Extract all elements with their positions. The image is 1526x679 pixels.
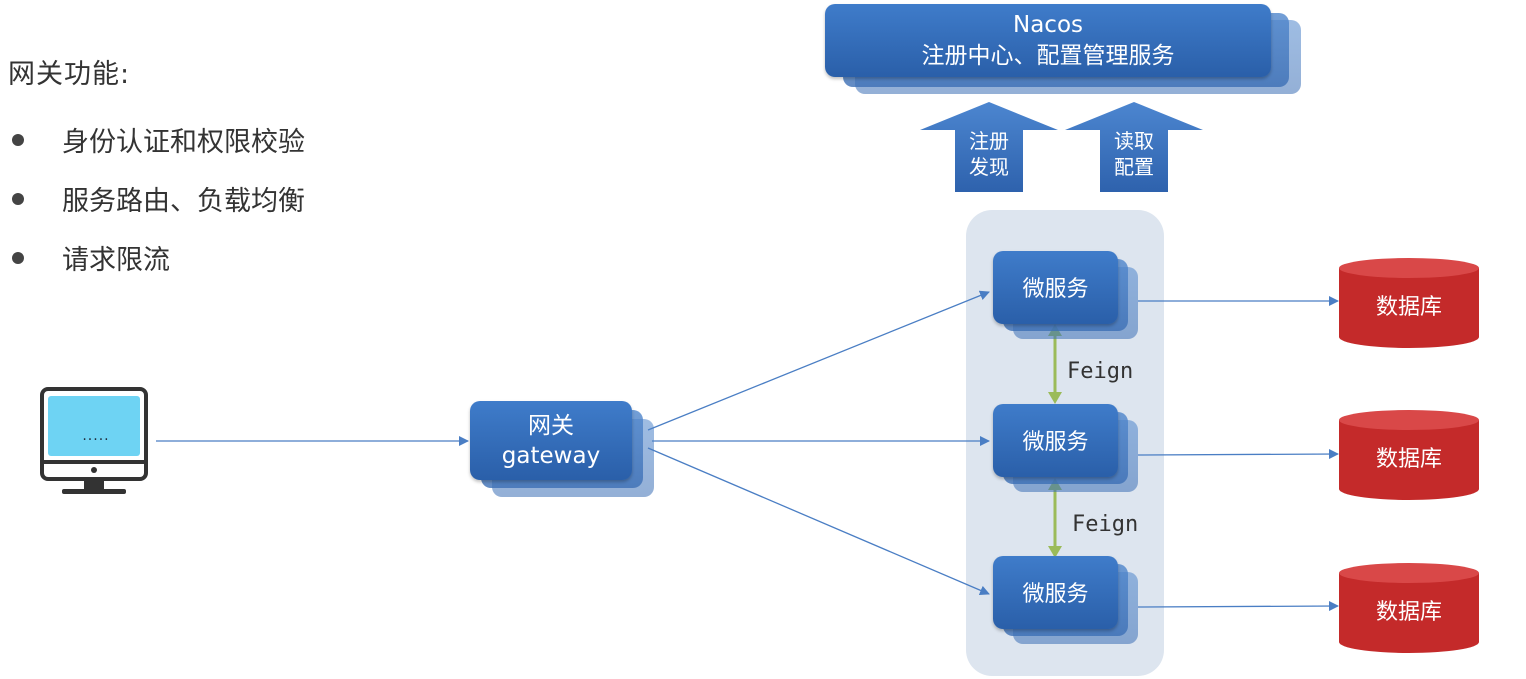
microservice-box: 微服务 [993, 251, 1138, 339]
gateway-to-service-1-line [647, 290, 990, 431]
feign-label: Feign [1067, 359, 1134, 384]
read-config-arrow [1065, 102, 1203, 192]
service-3-to-db-line [1137, 601, 1339, 612]
feature-label: 请求限流 [62, 245, 170, 276]
database-label: 数据库 [1375, 295, 1442, 320]
nacos-box: Nacos 注册中心、配置管理服务 [825, 4, 1301, 96]
database-icon [1339, 410, 1479, 500]
gateway-label-cn: 网关 [528, 412, 574, 439]
database-cylinder: 数据库 [1338, 409, 1480, 501]
service-2-to-db-line [1137, 449, 1339, 460]
nacos-title: Nacos [1013, 11, 1083, 38]
bullet-icon [12, 133, 24, 146]
feature-label: 服务路由、负载均衡 [62, 186, 305, 217]
database-cylinder: 数据库 [1338, 257, 1480, 349]
nacos-subtitle: 注册中心、配置管理服务 [921, 42, 1175, 69]
gateway-to-service-3-line [647, 447, 990, 596]
microservice-label: 微服务 [1022, 429, 1089, 455]
microservice-label: 微服务 [1022, 276, 1089, 302]
gateway-label-en: gateway [501, 442, 601, 469]
bullet-icon [12, 251, 24, 264]
gateway-box: 网关 gateway [470, 401, 654, 497]
database-label: 数据库 [1375, 447, 1442, 472]
microservice-box: 微服务 [993, 556, 1138, 644]
database-icon [1339, 563, 1479, 653]
feature-item: 身份认证和权限校验 [8, 110, 305, 169]
bullet-icon [12, 192, 24, 205]
register-discovery-label: 注册 发现 [969, 129, 1009, 179]
register-discovery-arrow [920, 102, 1058, 192]
monitor-icon [40, 387, 148, 494]
client-screen-text: ..... [82, 428, 110, 444]
features-title: 网关功能: [8, 59, 131, 90]
feature-list: 身份认证和权限校验 服务路由、负载均衡 请求限流 [8, 110, 305, 287]
feature-item: 请求限流 [8, 228, 305, 287]
microservice-label: 微服务 [1022, 581, 1089, 607]
database-cylinder: 数据库 [1338, 562, 1480, 654]
feature-label: 身份认证和权限校验 [62, 127, 305, 158]
feature-item: 服务路由、负载均衡 [8, 169, 305, 228]
feign-label: Feign [1072, 512, 1139, 537]
microservice-box: 微服务 [993, 404, 1138, 492]
read-config-label: 读取 配置 [1114, 129, 1154, 179]
database-label: 数据库 [1375, 600, 1442, 625]
database-icon [1339, 258, 1479, 348]
